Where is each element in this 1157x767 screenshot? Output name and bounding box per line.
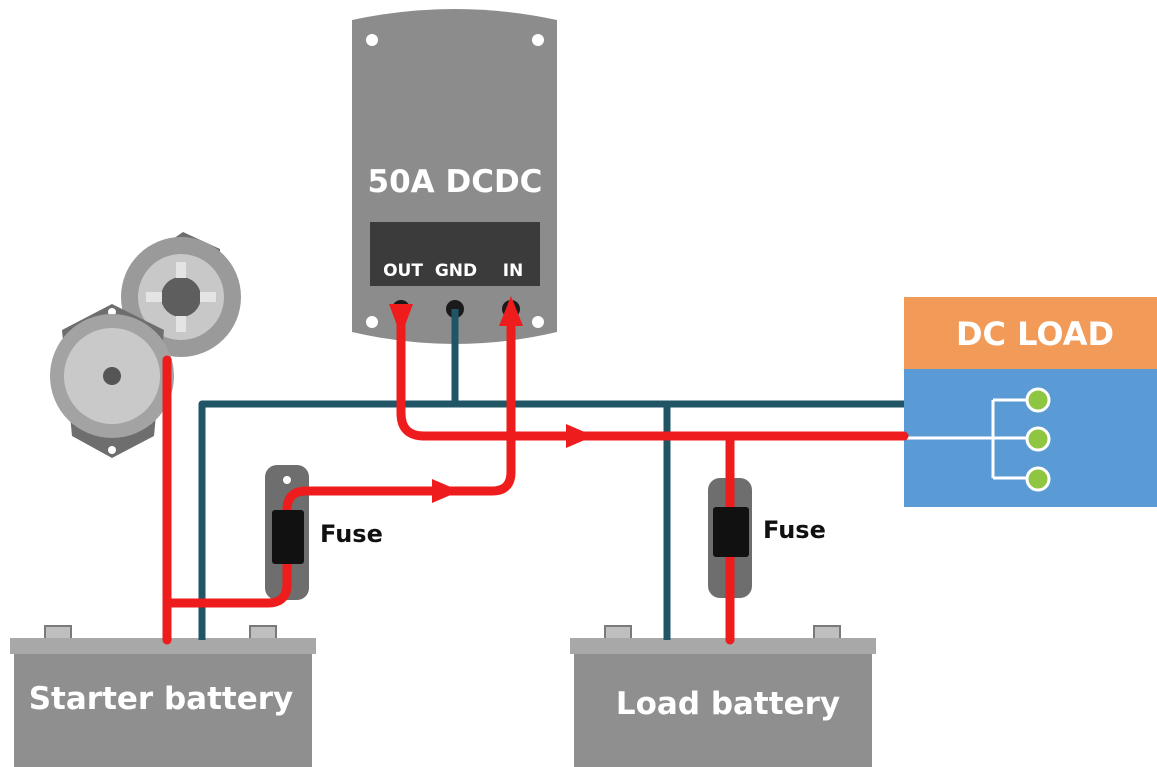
mount-hole (366, 316, 378, 328)
fuse-body (272, 510, 304, 564)
battery-post (813, 625, 841, 641)
alternator-shaft (103, 367, 121, 385)
terminal-in-label: IN (503, 261, 524, 281)
battery-lid (10, 638, 316, 654)
load-dot (1025, 426, 1051, 452)
flow-arrow-icon (432, 479, 460, 503)
battery-post (604, 625, 632, 641)
battery-post (44, 625, 72, 641)
mount-hole (108, 308, 116, 316)
dcdc-out-to-load-wire (396, 313, 909, 441)
alternator-icon (50, 232, 241, 458)
battery-lid (570, 638, 876, 654)
terminal-gnd-label: GND (435, 261, 477, 281)
flow-arrow-icon (499, 296, 523, 326)
battery-post (249, 625, 277, 641)
alternator-fan-hub (161, 277, 201, 317)
dc-load-header (904, 297, 1157, 369)
fuse-label-right: Fuse (763, 516, 826, 544)
terminal-strip (370, 222, 540, 286)
mount-hole (283, 476, 291, 484)
load-branch-lines (904, 398, 1030, 480)
ground-wires (198, 309, 904, 640)
mount-hole (532, 316, 544, 328)
dcdc-converter: 50A DCDC OUT GND IN (352, 9, 557, 344)
dcdc-title: 50A DCDC (368, 164, 543, 200)
flow-arrow-icon (389, 304, 413, 336)
terminal-out-label: OUT (383, 261, 423, 281)
mount-hole (108, 446, 116, 454)
flow-arrow-icon (566, 424, 594, 448)
load-dot (1025, 387, 1051, 413)
starter-battery: Starter battery (10, 625, 316, 767)
battery-body (574, 654, 872, 767)
starter-battery-label: Starter battery (29, 681, 294, 717)
mount-hole (532, 34, 544, 46)
load-dot (1025, 466, 1051, 492)
battery-body (14, 654, 312, 767)
load-battery: Load battery (570, 625, 876, 767)
dc-load-title: DC LOAD (956, 315, 1114, 353)
dc-load: DC LOAD (904, 297, 1157, 507)
mount-hole (366, 34, 378, 46)
fuse-label-left: Fuse (320, 520, 383, 548)
fuse-body (713, 507, 749, 557)
alternator-fan-vents (146, 262, 216, 332)
starter-to-dcdc-in-wire (162, 313, 516, 608)
load-battery-label: Load battery (616, 686, 840, 722)
